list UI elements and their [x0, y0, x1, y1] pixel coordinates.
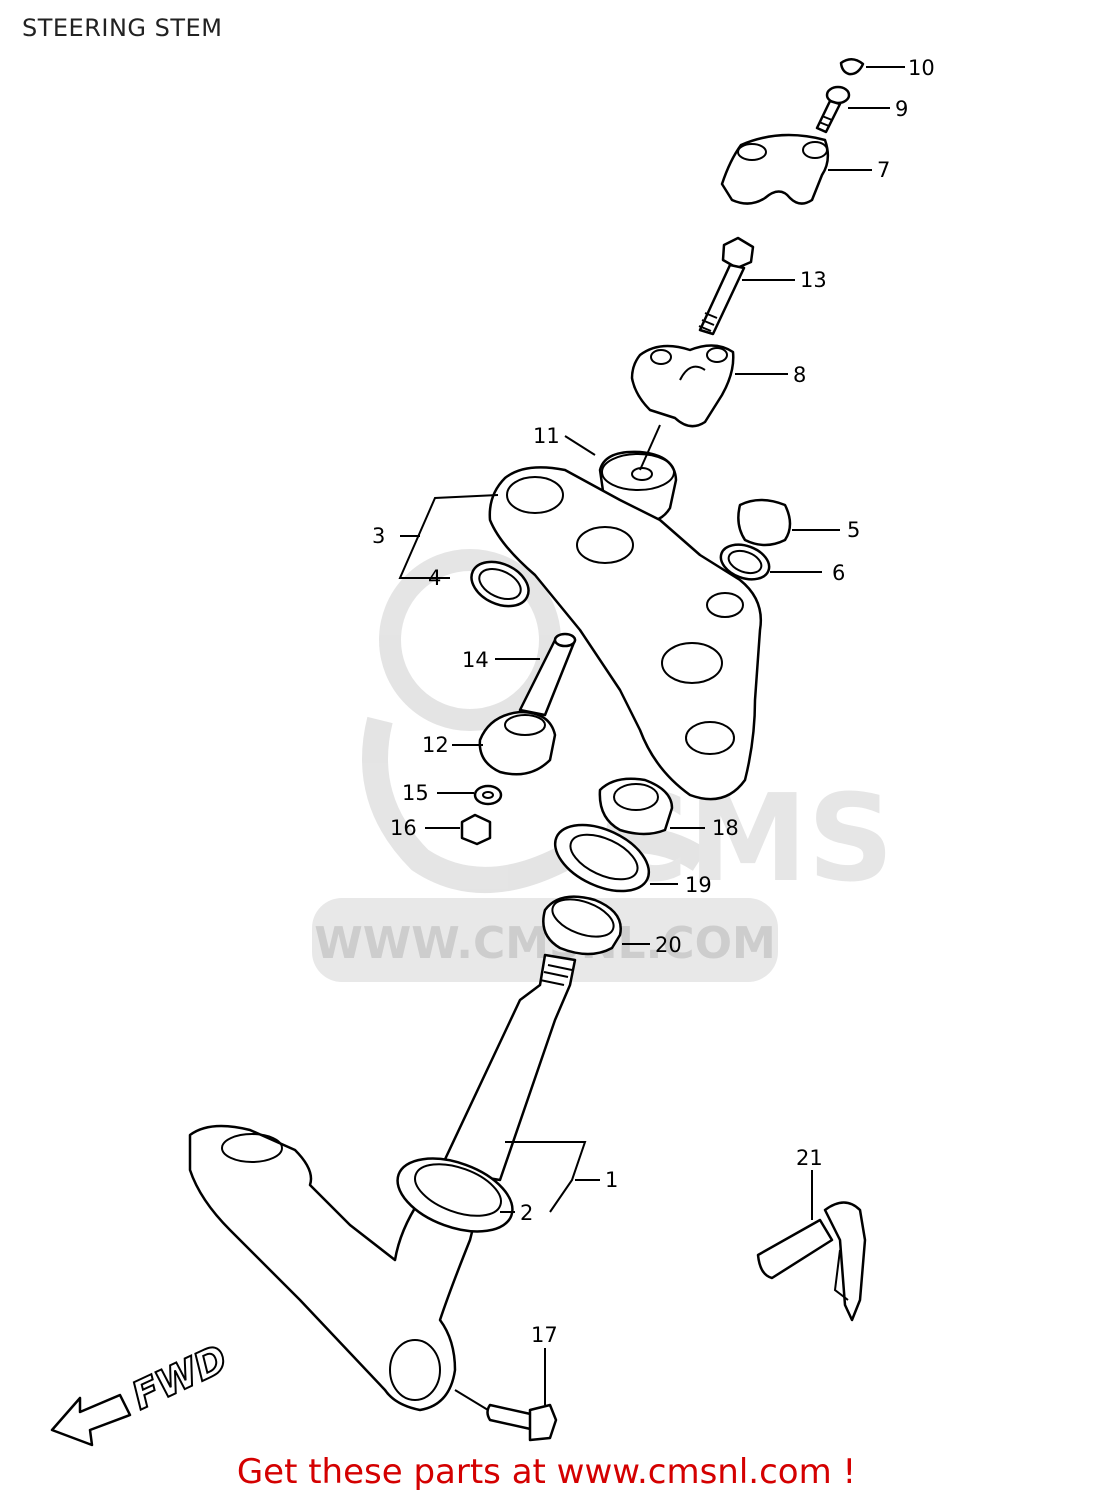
part-19-dust-seal — [553, 823, 651, 893]
part-7-clamp-upper — [720, 133, 830, 205]
callout-18: 18 — [712, 816, 739, 840]
fwd-arrow: FWD — [50, 1335, 235, 1447]
part-5-cap-nut — [737, 498, 792, 547]
callout-10: 10 — [908, 56, 935, 80]
callout-13: 13 — [800, 268, 827, 292]
part-8-clamp-lower — [630, 344, 735, 428]
callout-3: 3 — [372, 524, 385, 548]
callout-9: 9 — [895, 97, 908, 121]
part-16-nut — [460, 813, 492, 846]
callout-5: 5 — [847, 518, 860, 542]
callout-7: 7 — [877, 158, 890, 182]
callout-17: 17 — [531, 1323, 558, 1347]
footer-link-text[interactable]: Get these parts at www.cmsnl.com ! — [236, 1452, 857, 1492]
part-21-lock-set — [756, 1201, 867, 1322]
part-17-bolt — [486, 1403, 558, 1442]
part-3-upper-bracket — [488, 466, 763, 801]
callout-12: 12 — [422, 733, 449, 757]
callout-14: 14 — [462, 648, 489, 672]
fwd-label: FWD — [125, 1336, 234, 1418]
callout-15: 15 — [402, 781, 429, 805]
callout-2: 2 — [520, 1201, 533, 1225]
callout-8: 8 — [793, 363, 806, 387]
part-15-washer — [473, 784, 503, 806]
part-4-ring — [470, 560, 530, 608]
part-18-steering-nut — [598, 777, 674, 836]
callout-11: 11 — [533, 424, 560, 448]
part-12-bushing — [478, 710, 557, 776]
leader-lines — [398, 66, 905, 1411]
callout-19: 19 — [685, 873, 712, 897]
callout-4: 4 — [428, 566, 441, 590]
callout-20: 20 — [655, 933, 682, 957]
callout-labels: 10 9 7 13 8 11 3 4 5 6 14 12 15 16 18 19… — [372, 56, 935, 1347]
part-13-bolt — [698, 236, 755, 336]
part-2-bearing — [396, 1157, 514, 1233]
callout-1: 1 — [605, 1168, 618, 1192]
callout-21: 21 — [796, 1146, 823, 1170]
callout-6: 6 — [832, 561, 845, 585]
diagram-title: STEERING STEM — [22, 14, 223, 42]
part-1-steering-stem — [188, 953, 577, 1412]
part-20-bearing — [542, 895, 622, 956]
part-14-pin — [518, 632, 577, 717]
part-9-bolt — [815, 85, 851, 134]
callout-16: 16 — [390, 816, 417, 840]
part-10-cap — [839, 58, 865, 76]
part-6-washer — [719, 543, 771, 581]
